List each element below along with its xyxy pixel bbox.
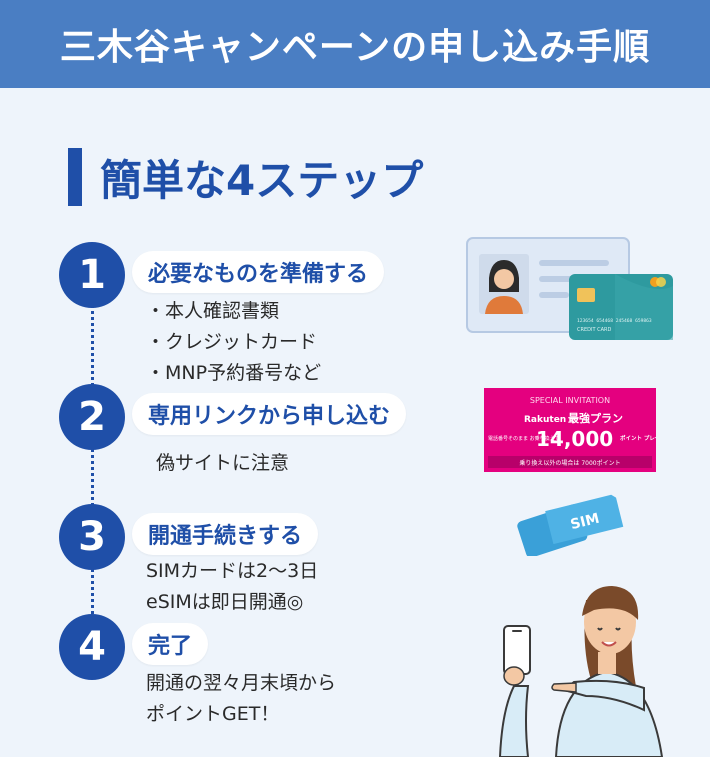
step-1-item: クレジットカード: [146, 327, 321, 358]
step-connector-line: [91, 300, 94, 650]
header-bar: 三木谷キャンペーンの申し込み手順: [0, 0, 710, 88]
step-4-line: ポイントGET！: [146, 703, 280, 725]
step-4-number: 4: [59, 614, 125, 680]
step-2-line: 偽サイトに注意: [156, 452, 290, 474]
step-3-line: SIMカードは2〜3日: [146, 560, 319, 582]
subtitle-accent-bar: [68, 148, 82, 206]
credit-card-number: 123654 654468 245468 659863: [577, 318, 652, 324]
step-4-title: 完了: [132, 623, 209, 665]
woman-with-smartphone-illustration: [498, 586, 664, 757]
sim-card-label: SIM: [569, 511, 601, 534]
banner-footer: 乗り換え以外の場合は 7000ポイント: [519, 459, 620, 467]
step-3-title: 開通手続きする: [132, 513, 319, 555]
step-1-item: MNP予約番号など: [146, 358, 321, 389]
section-subtitle: 簡単な4ステップ: [100, 155, 424, 205]
step-2-desc: 偽サイトに注意: [156, 448, 289, 479]
step-1-title: 必要なものを準備する: [132, 251, 385, 293]
step-3-number: 3: [59, 504, 125, 570]
step-1-item: 本人確認書類: [146, 296, 321, 327]
banner-note: 電話番号そのまま お乗り換えで: [488, 435, 559, 442]
banner-brand: Rakuten: [524, 415, 566, 425]
step-2-number: 2: [59, 384, 125, 450]
step-3-desc: SIMカードは2〜3日 eSIMは即日開通◎: [146, 556, 318, 618]
id-and-credit-card-illustration: 123654 654468 245468 659863 CREDIT CARD: [466, 237, 673, 340]
step-3-line: eSIMは即日開通◎: [146, 591, 304, 613]
sim-card-front-icon: SIM: [545, 494, 624, 545]
banner-amount: 14,000: [536, 427, 613, 451]
step-4-line: 開通の翌々月末頃から: [146, 672, 337, 694]
banner-unit: ポイント プレゼント: [620, 434, 656, 442]
credit-card-icon: 123654 654468 245468 659863 CREDIT CARD: [569, 274, 673, 340]
step-1-list: 本人確認書類 クレジットカード MNP予約番号など: [146, 296, 321, 389]
banner-plan: 最強プラン: [568, 411, 623, 425]
page-title: 三木谷キャンペーンの申し込み手順: [59, 27, 651, 68]
rakuten-campaign-banner: SPECIAL INVITATION Rakuten 最強プラン 電話番号そのま…: [484, 388, 656, 472]
step-4-desc: 開通の翌々月末頃から ポイントGET！: [146, 668, 336, 730]
step-2-title: 専用リンクから申し込む: [132, 393, 407, 435]
banner-top-text: SPECIAL INVITATION: [530, 396, 610, 405]
step-1-number: 1: [59, 242, 125, 308]
credit-card-label: CREDIT CARD: [577, 327, 611, 333]
sim-card-illustration: SIM: [517, 494, 624, 556]
